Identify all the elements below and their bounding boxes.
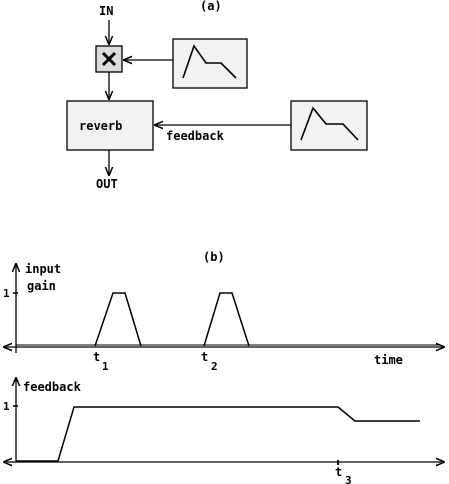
marker-t3-label: t	[335, 465, 342, 479]
input-gain-pulse-1	[94, 292, 142, 347]
feedback-ytick-label: 1	[3, 400, 10, 413]
part-b-label: (b)	[203, 250, 225, 264]
feedback-curve	[16, 406, 420, 462]
marker-t3: t 3	[335, 465, 352, 484]
multiply-icon	[101, 51, 117, 67]
marker-t1: t 1	[93, 350, 109, 373]
feedback-ylabel: feedback	[23, 380, 82, 394]
input-gain-pulse-2	[203, 292, 250, 347]
part-a-label: (a)	[200, 0, 222, 13]
marker-t2-subscript: 2	[211, 360, 218, 373]
input-gain-ylabel-line2: gain	[27, 279, 56, 293]
marker-t3-subscript: 3	[345, 474, 352, 484]
feedback-plot: feedback 1 t 3	[3, 378, 444, 484]
block-diagram: (a) IN reverb feedback OUT	[66, 0, 368, 191]
marker-t2-label: t	[201, 350, 208, 364]
feedback-envelope-box	[290, 100, 368, 151]
gain-envelope-icon	[182, 44, 237, 79]
reverb-label: reverb	[79, 119, 122, 133]
input-label: IN	[99, 4, 113, 18]
input-gain-xlabel: time	[374, 353, 403, 367]
input-gain-plot: input gain 1 t 1 t 2 time	[3, 262, 444, 373]
input-gain-ylabel-line1: input	[25, 262, 61, 276]
output-label: OUT	[96, 177, 118, 191]
reverb-box	[66, 100, 154, 151]
marker-t1-label: t	[93, 350, 100, 364]
marker-t2: t 2	[201, 350, 218, 373]
input-gain-ytick-label: 1	[3, 287, 10, 300]
marker-t1-subscript: 1	[102, 360, 109, 373]
feedback-envelope-icon	[300, 106, 359, 141]
feedback-arrow-label: feedback	[166, 129, 225, 143]
